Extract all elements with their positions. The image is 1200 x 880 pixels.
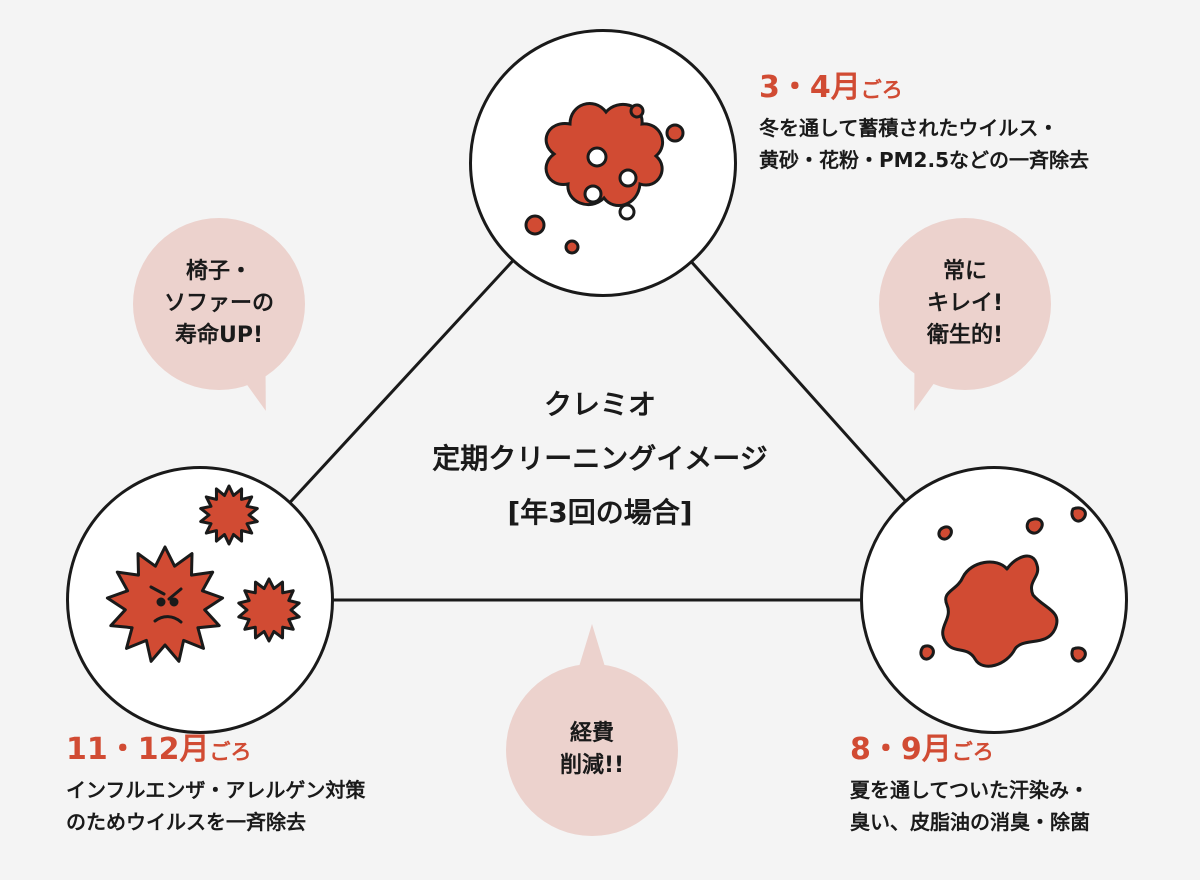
- period-summer-label: 8・9月: [850, 732, 952, 767]
- title-line-2: 定期クリーニングイメージ: [432, 442, 768, 475]
- benefit-furniture-text: 椅子・ ソファーの 寿命UP!: [163, 259, 274, 348]
- benefit-bubble-hygiene: 常に キレイ! 衛生的!: [879, 218, 1051, 416]
- large-virus-shape: [105, 545, 225, 663]
- node-spring: [469, 29, 737, 297]
- description-line: のためウイルスを一斉除去: [66, 810, 306, 834]
- benefit-bubble-cost: 経費 削減!!: [506, 624, 678, 836]
- description-spring: 冬を通して蓄積されたウイルス・ 黄砂・花粉・PM2.5などの一斉除去: [759, 112, 1089, 176]
- small-virus-shape: [199, 484, 259, 546]
- benefit-cost-text: 経費 削減!!: [559, 721, 625, 778]
- period-spring: 3・4月ごろ: [759, 70, 1089, 108]
- stain-splash-icon: [919, 506, 1087, 668]
- node-summer: [860, 466, 1128, 734]
- title-line-1: クレミオ: [543, 388, 656, 421]
- diagram-title: クレミオ 定期クリーニングイメージ [年3回の場合]: [330, 378, 870, 540]
- description-line: 夏を通してついた汗染み・: [850, 778, 1089, 802]
- info-summer: 8・9月ごろ 夏を通してついた汗染み・ 臭い、皮脂油の消臭・除菌: [850, 732, 1090, 838]
- virus-germs-icon: [105, 484, 301, 663]
- description-autumn: インフルエンザ・アレルゲン対策 のためウイルスを一斉除去: [66, 774, 365, 838]
- title-line-3: [年3回の場合]: [507, 496, 693, 529]
- period-autumn: 11・12月ごろ: [66, 732, 365, 770]
- period-summer-suffix: ごろ: [951, 740, 994, 764]
- description-line: 黄砂・花粉・PM2.5などの一斉除去: [759, 148, 1089, 172]
- info-spring: 3・4月ごろ 冬を通して蓄積されたウイルス・ 黄砂・花粉・PM2.5などの一斉除…: [759, 70, 1089, 176]
- description-line: 臭い、皮脂油の消臭・除菌: [850, 810, 1090, 834]
- description-summer: 夏を通してついた汗染み・ 臭い、皮脂油の消臭・除菌: [850, 774, 1090, 838]
- benefit-bubble-furniture: 椅子・ ソファーの 寿命UP!: [133, 218, 305, 416]
- bubble-tail: [578, 624, 606, 670]
- period-spring-suffix: ごろ: [860, 78, 903, 102]
- dust-cloud-icon: [524, 102, 685, 255]
- period-autumn-suffix: ごろ: [209, 740, 252, 764]
- period-autumn-label: 11・12月: [66, 732, 210, 767]
- node-autumn: [66, 466, 334, 734]
- description-line: インフルエンザ・アレルゲン対策: [66, 778, 366, 802]
- description-line: 冬を通して蓄積されたウイルス・: [759, 116, 1059, 140]
- benefit-hygiene-text: 常に キレイ! 衛生的!: [926, 259, 1004, 348]
- period-spring-label: 3・4月: [759, 70, 861, 105]
- info-autumn: 11・12月ごろ インフルエンザ・アレルゲン対策 のためウイルスを一斉除去: [66, 732, 365, 838]
- small-virus-shape: [237, 577, 301, 643]
- period-summer: 8・9月ごろ: [850, 732, 1090, 770]
